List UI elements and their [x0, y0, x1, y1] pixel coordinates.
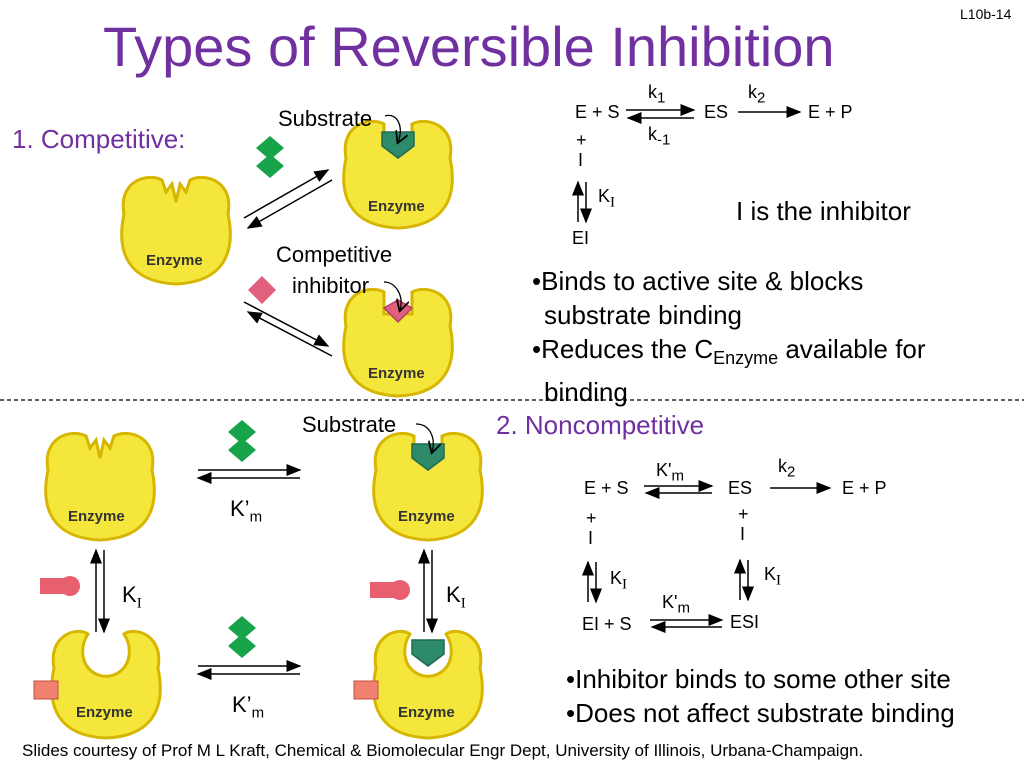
enzyme-label: Enzyme	[398, 704, 455, 721]
nc-ei-enzyme	[50, 629, 162, 740]
inhibitor-label-line2: inhibitor	[292, 273, 370, 298]
nc-substrate-shape-top	[228, 420, 256, 462]
noncompetitive-bullets: •Inhibitor binds to some other site •Doe…	[566, 662, 955, 730]
bullet-item: •Inhibitor binds to some other site	[566, 664, 951, 694]
slide-number: L10b-14	[960, 6, 1012, 22]
ki-label-left: KI	[122, 582, 142, 612]
nc-esi-enzyme	[372, 629, 484, 740]
ki-label-right: KI	[446, 582, 466, 612]
competitive-inhibitor-shape	[248, 276, 276, 304]
nc-scheme-plus-left: +	[586, 508, 597, 528]
inhibitor-note: I is the inhibitor	[736, 196, 911, 226]
scheme-k2: k2	[748, 82, 766, 107]
nc-scheme-i-left: I	[588, 528, 594, 548]
slide-title: Types of Reversible Inhibition	[103, 15, 835, 78]
bullet-item: •Reduces the CEnzyme available for	[532, 334, 926, 369]
nc-scheme-i-right: I	[740, 524, 746, 544]
enzyme-label: Enzyme	[146, 252, 203, 269]
bullet-item: •Does not affect substrate binding	[566, 698, 955, 728]
enzyme-label: Enzyme	[368, 365, 425, 382]
bullet-item-cont: binding	[544, 377, 628, 408]
nc-scheme-plus-right: +	[738, 504, 749, 524]
nc-scheme-es: ES	[728, 478, 753, 498]
competitive-scheme-arrows	[572, 104, 802, 224]
nc-scheme-km: K'm	[656, 460, 684, 485]
footer-credit: Slides courtesy of Prof M L Kraft, Chemi…	[22, 741, 864, 760]
nc-inhibitor-shape-right	[370, 580, 410, 600]
nc-scheme-ki-left: KI	[610, 568, 628, 593]
km-label-bottom: K’m	[232, 692, 265, 722]
nc-scheme-arrows	[582, 480, 832, 633]
substrate-label: Substrate	[302, 412, 397, 437]
enzyme-label: Enzyme	[368, 198, 425, 215]
nc-inhibitor-shape-left	[40, 576, 80, 596]
substrate-pointer-1	[384, 114, 400, 142]
nc-scheme-km-bottom: K'm	[662, 592, 690, 617]
scheme-k-minus1: k-1	[648, 124, 671, 149]
scheme-plus: +	[576, 130, 587, 150]
enzyme-label: Enzyme	[76, 704, 133, 721]
competitive-bullets: •Binds to active site & blocks substrate…	[532, 264, 926, 409]
km-label-top: K’m	[230, 496, 263, 526]
substrate-label: Substrate	[278, 106, 373, 131]
substrate-pointer-2	[415, 423, 433, 452]
competitive-eq-arrows-up	[243, 169, 333, 229]
competitive-eq-arrows-down	[243, 301, 333, 357]
nc-scheme-k2: k2	[778, 456, 796, 481]
bullet-item-cont: substrate binding	[544, 300, 743, 330]
enzyme-label: Enzyme	[398, 508, 455, 525]
nc-substrate-shape-bottom	[228, 616, 256, 658]
scheme-es: ES	[704, 102, 729, 122]
scheme-k1: k1	[648, 82, 666, 107]
competitive-heading: 1. Competitive:	[12, 124, 186, 154]
inhibitor-label-line1: Competitive	[276, 242, 393, 267]
nc-scheme-e-s: E + S	[584, 478, 629, 498]
bullet-item: •Binds to active site & blocks	[532, 266, 864, 296]
nc-eq-arrows	[90, 464, 438, 680]
scheme-i: I	[578, 150, 584, 170]
nc-scheme-esi: ESI	[730, 612, 760, 632]
scheme-e-p: E + P	[808, 102, 853, 122]
inhibitor-pointer	[383, 281, 401, 310]
nc-scheme-ki-right: KI	[764, 564, 782, 589]
scheme-ei: EI	[572, 228, 590, 248]
noncompetitive-heading: 2. Noncompetitive	[496, 410, 705, 440]
nc-ei-bound-inhibitor	[33, 680, 59, 700]
nc-scheme-e-p: E + P	[842, 478, 887, 498]
scheme-e-s: E + S	[575, 102, 620, 122]
enzyme-label: Enzyme	[68, 508, 125, 525]
scheme-ki: KI	[598, 186, 616, 211]
nc-esi-bound-inhibitor	[353, 680, 379, 700]
competitive-substrate-shape	[256, 136, 284, 178]
nc-scheme-ei-s: EI + S	[582, 614, 632, 634]
